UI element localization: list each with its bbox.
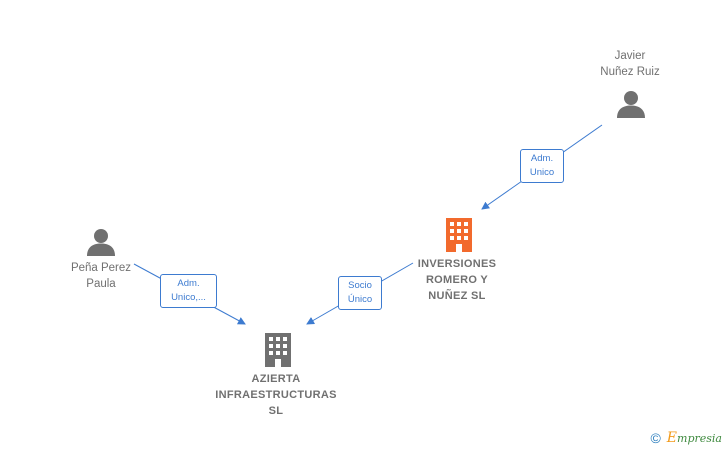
building-icon[interactable] — [444, 216, 474, 252]
person-label-pena[interactable]: Peña Perez Paula — [70, 262, 132, 290]
company-label-azierta[interactable]: AZIERTA INFRAESTRUCTURAS SL — [215, 373, 337, 417]
person-icon[interactable] — [86, 227, 116, 257]
edge-label-javier-inversiones[interactable]: Adm. Unico — [520, 149, 564, 183]
edge-label-inversiones-azierta[interactable]: Socio Único — [338, 276, 382, 310]
company-label-inversiones[interactable]: INVERSIONES ROMERO Y NUÑEZ SL — [417, 258, 497, 302]
building-icon[interactable] — [263, 331, 293, 367]
person-icon[interactable] — [616, 89, 646, 119]
edge-label-pena-azierta[interactable]: Adm. Unico,... — [160, 274, 217, 308]
copyright-icon: © — [650, 430, 661, 446]
brand-logo[interactable]: Empresia — [666, 429, 722, 446]
footer-brand: © Empresia — [650, 429, 722, 447]
person-label-javier[interactable]: Javier Nuñez Ruiz — [600, 50, 660, 78]
